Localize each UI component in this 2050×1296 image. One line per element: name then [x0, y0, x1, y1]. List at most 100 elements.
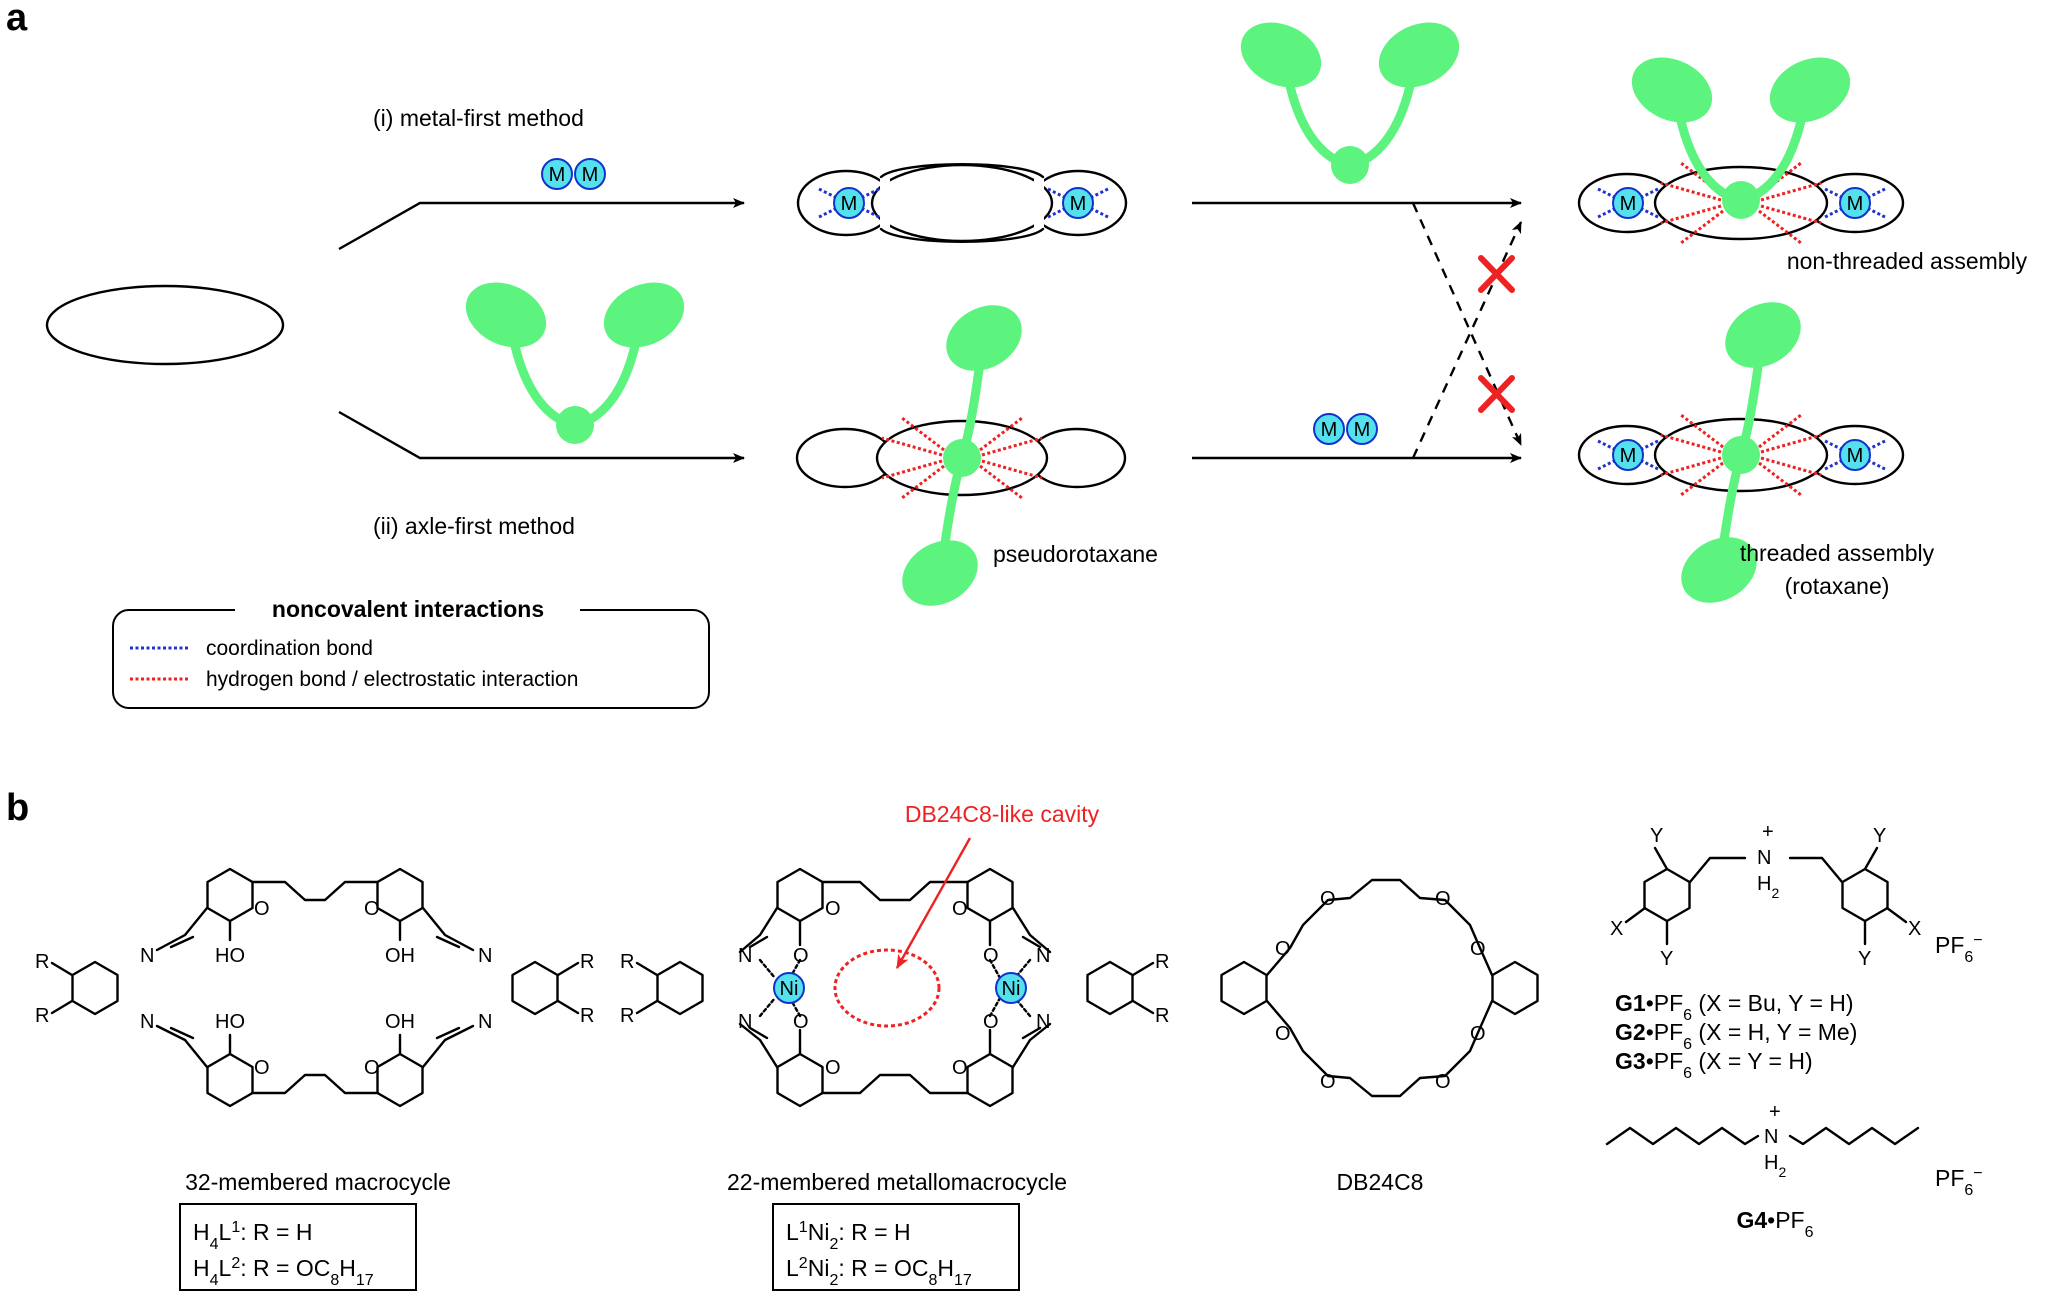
legend-hydrogen: hydrogen bond / electrostatic interactio…: [206, 668, 578, 691]
blocked-cross-1: [1478, 255, 1515, 293]
svg-text:M: M: [1321, 419, 1338, 441]
svg-text:M: M: [1620, 193, 1637, 215]
legend-title: noncovalent interactions: [272, 596, 544, 622]
svg-text:O: O: [1275, 938, 1291, 960]
svg-text:R: R: [35, 1005, 49, 1027]
svg-text:X: X: [1610, 918, 1623, 940]
guest-counterion-1: PF6−: [1935, 932, 1983, 966]
svg-text:HO: HO: [215, 945, 245, 967]
threaded-assembly: M M: [1577, 289, 1905, 616]
svg-text:O: O: [364, 898, 380, 920]
path-to-axle-first: [338, 410, 745, 463]
macrocycle-caption: 32-membered macrocycle: [185, 1169, 451, 1195]
starting-macrocycle: [45, 284, 285, 366]
svg-text:N: N: [1757, 847, 1771, 869]
svg-text:O: O: [1470, 938, 1486, 960]
svg-text:R: R: [620, 1005, 634, 1027]
free-axle: [455, 270, 694, 444]
threaded-label-2: (rotaxane): [1785, 573, 1890, 599]
metallomacrocycle-caption: 22-membered metallomacrocycle: [727, 1169, 1067, 1195]
macrocycle-h4l-structure: R R R R N N N N HO HO OH OH O O O O: [35, 867, 594, 1108]
svg-text:M: M: [1070, 193, 1087, 215]
svg-text:O: O: [1470, 1023, 1486, 1045]
cavity-arrow: [895, 837, 972, 970]
guest-dibenzylammonium-structure: Y X Y Y X Y N + H2: [1610, 821, 1921, 970]
svg-text:H4L1: R = H: H4L1: R = H: [193, 1219, 312, 1253]
guest-g3-label: G3•PF6 (X = Y = H): [1615, 1048, 1813, 1082]
svg-text:+: +: [1762, 821, 1774, 843]
cavity-label: DB24C8-like cavity: [905, 801, 1100, 827]
pseudorotaxane: [795, 292, 1127, 619]
metal-first-label: (i) metal-first method: [373, 105, 584, 131]
svg-text:O: O: [254, 898, 270, 920]
svg-text:OH: OH: [385, 945, 415, 967]
svg-text:R: R: [580, 1005, 594, 1027]
svg-text:N: N: [140, 1011, 154, 1033]
svg-text:O: O: [983, 1011, 999, 1033]
svg-text:N: N: [1036, 1011, 1050, 1033]
axle-reagent: [1230, 10, 1469, 184]
svg-text:R: R: [580, 951, 594, 973]
svg-text:OH: OH: [385, 1011, 415, 1033]
dashed-crossover-1: [1411, 221, 1523, 459]
svg-text:HO: HO: [215, 1011, 245, 1033]
svg-text:O: O: [952, 898, 968, 920]
svg-text:O: O: [254, 1057, 270, 1079]
svg-text:M: M: [1847, 445, 1864, 467]
svg-text:N: N: [738, 945, 752, 967]
path-to-metal-first: [338, 198, 745, 251]
svg-text:N: N: [478, 945, 492, 967]
svg-text:O: O: [1435, 888, 1451, 910]
metallomacrocycle-intermediate: M M: [796, 163, 1128, 243]
svg-text:Ni: Ni: [1002, 978, 1021, 1000]
svg-text:N: N: [1036, 945, 1050, 967]
dashed-crossover-2: [1411, 202, 1523, 446]
svg-text:O: O: [1320, 1071, 1336, 1093]
svg-text:+: +: [1769, 1101, 1781, 1123]
guest-g2-label: G2•PF6 (X = H, Y = Me): [1615, 1019, 1857, 1053]
svg-text:R: R: [1155, 1005, 1169, 1027]
svg-text:H2: H2: [1764, 1152, 1786, 1180]
db24c8-structure: O O O O O O O O: [1220, 878, 1539, 1098]
macrocycle-box: H4L1: R = H H4L2: R = OC8H17: [179, 1203, 417, 1291]
svg-text:X: X: [1908, 918, 1921, 940]
svg-text:O: O: [793, 945, 809, 967]
svg-text:Y: Y: [1660, 948, 1673, 970]
svg-text:M: M: [1847, 193, 1864, 215]
svg-text:M: M: [841, 193, 858, 215]
svg-text:O: O: [1435, 1071, 1451, 1093]
svg-text:O: O: [825, 1057, 841, 1079]
svg-text:Y: Y: [1873, 825, 1886, 847]
guest-dihexylammonium-structure: N + H2: [1605, 1101, 1920, 1180]
legend: noncovalent interactions coordination bo…: [112, 596, 710, 709]
guest-g1-label: G1•PF6 (X = Bu, Y = H): [1615, 990, 1854, 1024]
svg-text:Y: Y: [1650, 825, 1663, 847]
svg-text:L1Ni2: R = H: L1Ni2: R = H: [786, 1219, 911, 1253]
svg-text:O: O: [825, 898, 841, 920]
non-threaded-label: non-threaded assembly: [1787, 248, 2028, 274]
panel-label-a: a: [6, 0, 28, 39]
metal-pair-2: M M: [1313, 413, 1378, 445]
svg-text:O: O: [983, 945, 999, 967]
panel-label-b: b: [6, 787, 29, 829]
svg-text:O: O: [1320, 888, 1336, 910]
guest-g4-label: G4•PF6: [1736, 1207, 1813, 1241]
svg-text:O: O: [952, 1057, 968, 1079]
blocked-cross-2: [1478, 375, 1515, 413]
svg-text:M: M: [549, 164, 566, 186]
svg-text:M: M: [1620, 445, 1637, 467]
svg-text:R: R: [1155, 951, 1169, 973]
svg-text:M: M: [1354, 419, 1371, 441]
metallomacrocycle-structure: Ni Ni R R R R N N N N O O O O O O O O: [620, 867, 1169, 1108]
pseudorotaxane-label: pseudorotaxane: [993, 541, 1158, 567]
axle-first-label: (ii) axle-first method: [373, 513, 575, 539]
svg-text:N: N: [140, 945, 154, 967]
threaded-label-1: threaded assembly: [1740, 540, 1935, 566]
svg-text:L2Ni2: R = OC8H17: L2Ni2: R = OC8H17: [786, 1255, 972, 1289]
svg-text:O: O: [364, 1057, 380, 1079]
svg-text:N: N: [478, 1011, 492, 1033]
svg-text:R: R: [620, 951, 634, 973]
legend-coordination: coordination bond: [206, 637, 373, 660]
guest-counterion-2: PF6−: [1935, 1165, 1983, 1199]
